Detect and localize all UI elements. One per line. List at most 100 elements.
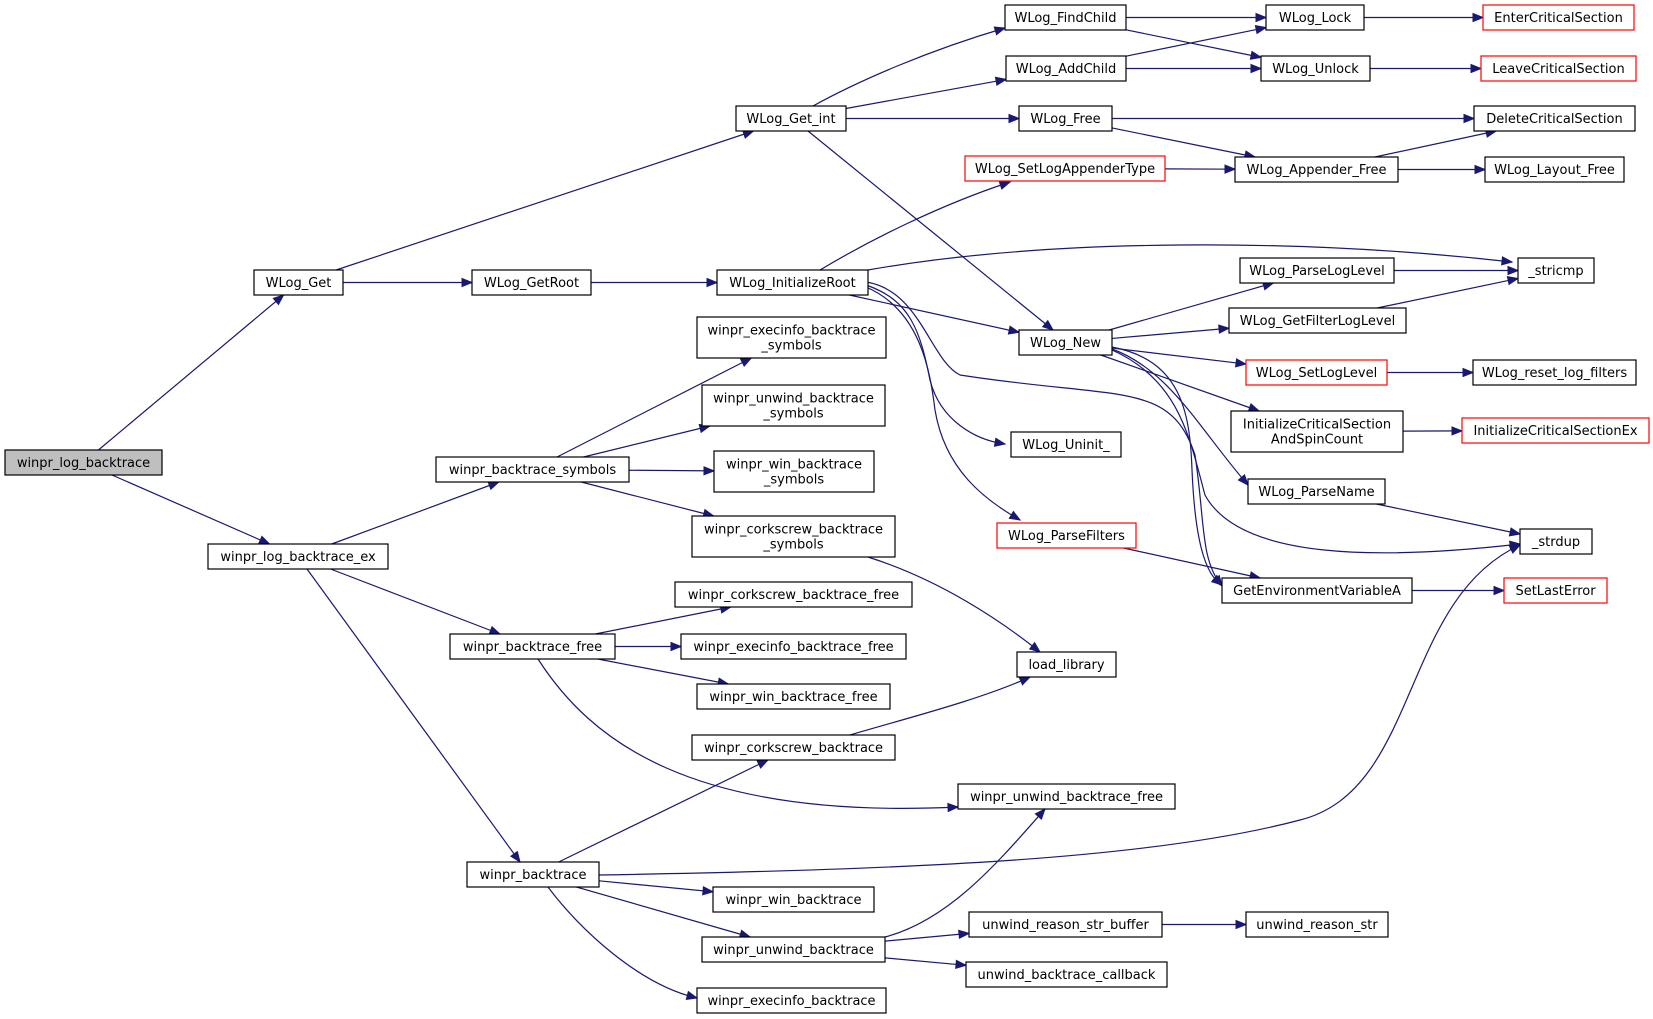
- node-label: WLog_GetFilterLogLevel: [1240, 314, 1395, 329]
- function-node-unlock[interactable]: WLog_Unlock: [1260, 55, 1371, 82]
- node-box: [1480, 55, 1637, 82]
- call-edge-cork-sym-to-load-library: [867, 556, 1042, 653]
- node-box: [1265, 4, 1365, 31]
- function-node-cork-free[interactable]: winpr_corkscrew_backtrace_free: [674, 581, 913, 608]
- function-node-stricmp[interactable]: _stricmp: [1517, 257, 1595, 284]
- function-node-win-bt[interactable]: winpr_win_backtrace: [712, 886, 875, 913]
- function-node-wlog-get[interactable]: WLog_Get: [253, 269, 344, 296]
- function-node-wlog-getroot[interactable]: WLog_GetRoot: [471, 269, 592, 296]
- function-node-parseloglevel[interactable]: WLog_ParseLogLevel: [1239, 257, 1395, 284]
- node-box: [435, 456, 630, 483]
- call-edge-wlog-new-to-getfilter: [1111, 324, 1231, 340]
- function-node-wlog-new[interactable]: WLog_New: [1018, 329, 1113, 356]
- function-node-reason-buf[interactable]: unwind_reason_str_buffer: [968, 911, 1163, 938]
- node-label: _strdup: [1531, 535, 1580, 550]
- node-box: [1005, 55, 1127, 82]
- function-node-initcs-ex[interactable]: InitializeCriticalSectionEx: [1461, 417, 1650, 444]
- function-node-parsefilters[interactable]: WLog_ParseFilters: [996, 522, 1137, 549]
- node-label: winpr_execinfo_backtrace: [707, 324, 875, 339]
- node-box: [716, 269, 869, 296]
- function-node-appender-free[interactable]: WLog_Appender_Free: [1234, 156, 1399, 183]
- function-node-load-library[interactable]: load_library: [1016, 651, 1117, 678]
- function-node-cork-sym[interactable]: winpr_corkscrew_backtrace_symbols: [691, 515, 896, 558]
- function-node-backtrace[interactable]: winpr_backtrace: [466, 861, 600, 888]
- call-edge-initroot-to-parsefilters: [865, 286, 1022, 521]
- call-edge-wlog-get-int-to-findchild: [812, 26, 1007, 107]
- function-node-wlog-get-int[interactable]: WLog_Get_int: [735, 105, 847, 132]
- call-edge-wlog-get-int-to-wlog-new: [807, 130, 1055, 331]
- arrowhead: [706, 277, 719, 288]
- call-edge-backtrace-to-strdup: [598, 544, 1522, 876]
- function-node-bt-symbols[interactable]: winpr_backtrace_symbols: [435, 456, 630, 483]
- node-label: WLog_Get: [266, 276, 332, 291]
- node-label: EnterCriticalSection: [1494, 11, 1623, 26]
- node-label: WLog_GetRoot: [484, 276, 579, 291]
- call-edge-addchild-to-lock: [1125, 25, 1268, 57]
- node-box: [964, 155, 1166, 182]
- call-edge-backtrace-to-cork-bt: [558, 759, 770, 863]
- call-edge-parsefilters-to-getenv: [1123, 547, 1262, 581]
- function-node-win-free[interactable]: winpr_win_backtrace_free: [696, 683, 891, 710]
- arrowhead: [1018, 676, 1032, 686]
- arrowhead: [1250, 63, 1263, 74]
- node-box: [713, 450, 875, 493]
- function-node-wlog-free[interactable]: WLog_Free: [1018, 105, 1113, 132]
- function-node-reset-filters[interactable]: WLog_reset_log_filters: [1472, 359, 1637, 386]
- node-box: [996, 522, 1137, 549]
- function-node-backtrace-ex[interactable]: winpr_log_backtrace_ex: [207, 543, 389, 570]
- call-edge-appender-free-to-deletecs: [1374, 128, 1498, 158]
- function-node-win-sym[interactable]: winpr_win_backtrace_symbols: [713, 450, 875, 493]
- function-node-setlasterror[interactable]: SetLastError: [1503, 577, 1608, 604]
- function-node-unwind-free[interactable]: winpr_unwind_backtrace_free: [957, 783, 1176, 810]
- node-label: winpr_backtrace: [479, 868, 586, 883]
- arrowhead: [670, 641, 683, 652]
- node-label: InitializeCriticalSectionEx: [1473, 424, 1637, 439]
- function-node-exec-free[interactable]: winpr_execinfo_backtrace_free: [680, 633, 907, 660]
- function-node-exec-bt[interactable]: winpr_execinfo_backtrace: [696, 987, 887, 1014]
- function-node-parsename[interactable]: WLog_ParseName: [1247, 478, 1386, 505]
- node-label: unwind_reason_str_buffer: [982, 918, 1149, 933]
- arrowhead: [756, 759, 770, 769]
- arrowhead: [1008, 113, 1021, 124]
- node-box: [696, 683, 891, 710]
- function-node-entercs[interactable]: EnterCriticalSection: [1482, 4, 1635, 31]
- function-node-unwind-cb[interactable]: unwind_backtrace_callback: [965, 961, 1168, 988]
- function-node-addchild[interactable]: WLog_AddChild: [1005, 55, 1127, 82]
- function-node-reason-str[interactable]: unwind_reason_str: [1245, 911, 1389, 938]
- function-node-getenv[interactable]: GetEnvironmentVariableA: [1221, 577, 1413, 604]
- node-box: [1484, 156, 1625, 183]
- call-edge-unwind-bt-to-unwind-cb: [884, 957, 968, 970]
- function-node-setloglevel[interactable]: WLog_SetLogLevel: [1245, 359, 1388, 386]
- function-node-deletecs[interactable]: DeleteCriticalSection: [1473, 105, 1636, 132]
- node-box: [207, 543, 389, 570]
- arrowhead: [1237, 473, 1249, 487]
- function-node-bt-free[interactable]: winpr_backtrace_free: [449, 633, 616, 660]
- arrowhead: [1507, 265, 1520, 276]
- function-nodes: winpr_log_backtraceWLog_Getwinpr_log_bac…: [4, 4, 1650, 1014]
- node-box: [1472, 359, 1637, 386]
- function-node-cork-bt[interactable]: winpr_corkscrew_backtrace: [691, 734, 896, 761]
- arrowhead: [1493, 585, 1506, 596]
- call-edge-parsename-to-strdup: [1376, 503, 1522, 537]
- function-node-unwind-sym[interactable]: winpr_unwind_backtrace_symbols: [701, 384, 886, 427]
- node-label: winpr_corkscrew_backtrace_free: [688, 588, 899, 603]
- call-edge-bt-free-to-win-free: [597, 658, 730, 687]
- call-edge-getenv-to-setlasterror: [1412, 585, 1506, 596]
- function-node-unwind-bt[interactable]: winpr_unwind_backtrace: [701, 936, 886, 963]
- call-edge-root-to-wlog-get: [98, 294, 285, 451]
- function-node-lock[interactable]: WLog_Lock: [1265, 4, 1365, 31]
- node-label: winpr_backtrace_symbols: [449, 463, 616, 478]
- node-box: [1234, 156, 1399, 183]
- function-node-exec-sym[interactable]: winpr_execinfo_backtrace_symbols: [696, 316, 887, 359]
- function-node-leavecs[interactable]: LeaveCriticalSection: [1480, 55, 1637, 82]
- node-box: [674, 581, 913, 608]
- function-node-layout-free[interactable]: WLog_Layout_Free: [1484, 156, 1625, 183]
- arrowhead: [461, 277, 474, 288]
- function-node-setappender[interactable]: WLog_SetLogAppenderType: [964, 155, 1166, 182]
- function-node-initroot[interactable]: WLog_InitializeRoot: [716, 269, 869, 296]
- function-node-uninit[interactable]: WLog_Uninit_: [1010, 431, 1122, 458]
- function-node-findchild[interactable]: WLog_FindChild: [1004, 4, 1127, 31]
- function-node-getfilter[interactable]: WLog_GetFilterLogLevel: [1228, 307, 1407, 334]
- function-node-strdup[interactable]: _strdup: [1519, 528, 1593, 555]
